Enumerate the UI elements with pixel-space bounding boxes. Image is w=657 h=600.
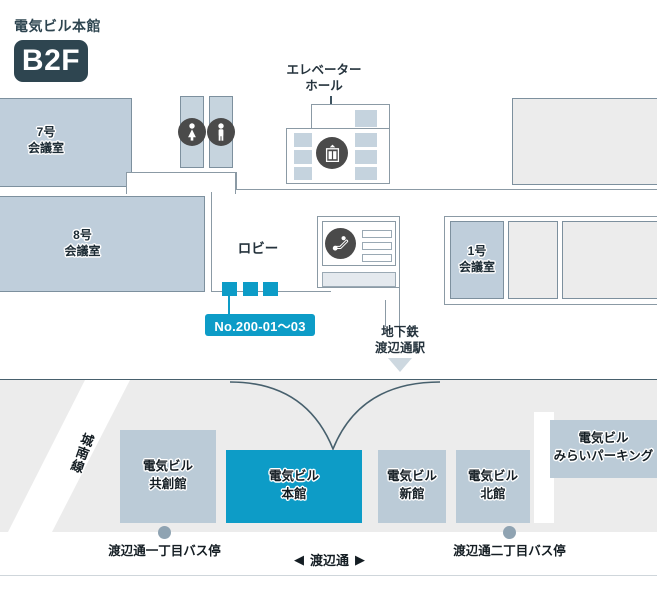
booth-marker-2[interactable] [243, 282, 258, 296]
section-divider [0, 379, 657, 380]
block-denki-mirai-parking-label-line1: 電気ビル [578, 431, 629, 445]
station-corridor-wall [399, 265, 400, 327]
block-denki-honkan-label-line2: 本館 [281, 487, 307, 501]
building-pointer-curve [230, 381, 440, 450]
street-name-watanabedori: ◀ 渡辺通 ▶ [294, 550, 365, 569]
room-1-label-line2: 会議室 [458, 260, 495, 274]
bottom-rule [0, 575, 657, 576]
block-denki-kitakan-label-line2: 北館 [480, 487, 506, 501]
gray-block-mid [508, 221, 558, 299]
escalator-step-line-1 [362, 230, 392, 238]
gray-block-right [562, 221, 657, 299]
room-8-shape[interactable]: 8号 会議室 [0, 196, 205, 292]
room-7-label-line2: 会議室 [27, 141, 64, 155]
escalator-step-line-3 [362, 254, 392, 262]
room-8-label-line1: 8号 [73, 228, 92, 242]
elevator-cell-l3 [294, 167, 312, 180]
block-denki-mirai-parking-label-line2: みらいパーキング [553, 449, 654, 463]
corridor-wall-vertical [211, 192, 212, 292]
floor-badge: B2F [14, 40, 88, 82]
room-1-shape[interactable]: 1号 会議室 [450, 221, 504, 299]
restroom-women-icon[interactable] [178, 118, 206, 146]
elevator-hall-upper-block [311, 104, 390, 131]
station-label-line1: 地下鉄 [381, 325, 419, 339]
street-arrow-left-icon: ◀ [294, 551, 304, 567]
block-denki-kitakan-label-line1: 電気ビル [467, 469, 518, 483]
block-denki-kyosokan-label-line2: 共創館 [149, 477, 187, 491]
gray-block-top-right [512, 98, 657, 185]
block-denki-shinkan-label-line1: 電気ビル [386, 469, 437, 483]
escalator-icon[interactable] [325, 228, 356, 259]
restroom-men-icon[interactable] [207, 118, 235, 146]
booth-marker-3[interactable] [263, 282, 278, 296]
booth-marker-1[interactable] [222, 282, 237, 296]
bus-stop-label-2chome: 渡辺通二丁目バス停 [453, 544, 566, 558]
station-corridor-wall-left [385, 300, 386, 327]
plan-corridor-line-left [236, 172, 237, 190]
block-denki-kitakan[interactable]: 電気ビル 北館 [456, 450, 530, 523]
room-7-label-line1: 7号 [36, 125, 56, 139]
elevator-cell-r3 [355, 167, 377, 180]
street-name-text: 渡辺通 [310, 553, 350, 568]
room-7-shape[interactable]: 7号 会議室 [0, 98, 132, 187]
plan-corridor-line [236, 189, 657, 190]
block-denki-mirai-parking[interactable]: 電気ビル みらいパーキング [550, 420, 657, 478]
corridor-upper-outline [126, 172, 236, 194]
escalator-step-line-2 [362, 242, 392, 250]
booth-number-label[interactable]: No.200-01〜03 [205, 314, 315, 336]
elevator-hall-label-line1: エレベーター [286, 63, 362, 77]
jonan-road-shape [8, 380, 130, 532]
arrow-down-icon [388, 358, 412, 372]
room-8-label-line2: 会議室 [64, 244, 101, 258]
bus-stop-label-1chome: 渡辺通一丁目バス停 [108, 544, 221, 558]
street-arrow-right-icon: ▶ [355, 551, 366, 567]
block-denki-shinkan-label-line2: 新館 [399, 487, 425, 501]
block-denki-kyosokan[interactable]: 電気ビル 共創館 [120, 430, 216, 523]
block-denki-shinkan[interactable]: 電気ビル 新館 [378, 450, 446, 523]
station-label-line2: 渡辺通駅 [374, 341, 425, 355]
block-denki-honkan[interactable]: 電気ビル 本館 [226, 450, 362, 523]
room-1-label-line1: 1号 [467, 244, 487, 258]
elevator-cell-r2 [355, 150, 377, 164]
elevator-cell-r0 [355, 110, 377, 127]
elevator-cell-l1 [294, 133, 312, 147]
elevator-icon[interactable] [316, 137, 348, 169]
elevator-hall-label-line2: ホール [305, 79, 343, 93]
side-street-white [534, 412, 554, 523]
bus-stop-dot-2chome[interactable] [503, 526, 516, 539]
escalator-base-plate [322, 272, 396, 287]
lobby-label: ロビー [237, 241, 279, 256]
block-denki-honkan-label-line1: 電気ビル [268, 469, 319, 483]
bus-stop-dot-1chome[interactable] [158, 526, 171, 539]
booth-leader-line [228, 296, 230, 316]
elevator-cell-r1 [355, 133, 377, 147]
page-title: 電気ビル本館 [14, 18, 101, 34]
block-denki-kyosokan-label-line1: 電気ビル [142, 459, 193, 473]
elevator-cell-l2 [294, 150, 312, 164]
